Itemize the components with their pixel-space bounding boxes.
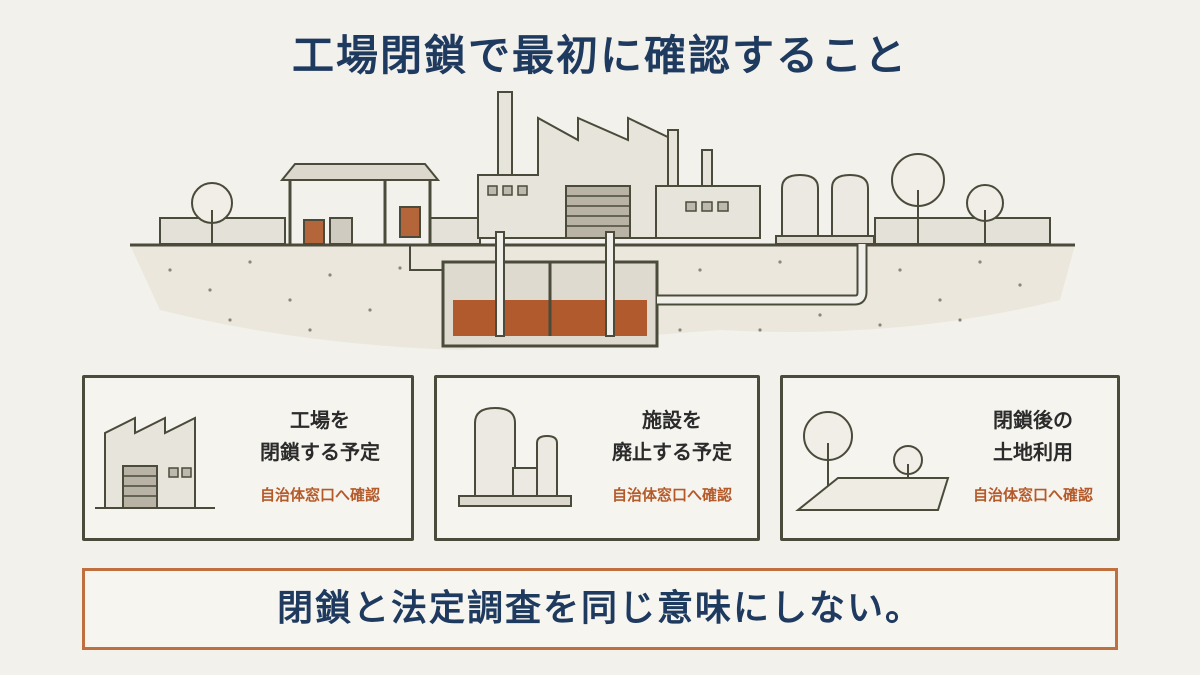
card-land-label-line1: 閉鎖後の [993,408,1073,432]
card-land-label: 閉鎖後の 土地利用 [953,404,1113,468]
storage-tank-icon [458,406,572,507]
card-facility-label-line2: 廃止する予定 [612,440,732,464]
card-factory-closure: 工場を 閉鎖する予定 自治体窓口へ確認 [82,375,414,541]
card-facility-label-line1: 施設を [642,408,702,432]
factory-scene-illustration [130,91,1075,350]
card-facility-label: 施設を 廃止する予定 [592,404,752,468]
card-factory-action: 自治体窓口へ確認 [259,486,380,504]
page-title: 工場閉鎖で最初に確認すること [291,31,908,80]
card-land-action: 自治体窓口へ確認 [972,486,1093,504]
vacant-land-icon [795,411,950,511]
factory-icon [95,416,215,509]
card-facility-abolition: 施設を 廃止する予定 自治体窓口へ確認 [434,375,760,541]
card-factory-label-line2: 閉鎖する予定 [260,440,380,464]
card-facility-action: 自治体窓口へ確認 [611,486,732,504]
card-factory-label: 工場を 閉鎖する予定 [240,404,400,468]
card-factory-label-line1: 工場を [290,408,350,432]
key-message-banner: 閉鎖と法定調査を同じ意味にしない。 [82,568,1118,650]
key-message-text: 閉鎖と法定調査を同じ意味にしない。 [276,588,923,629]
card-land-label-line2: 土地利用 [993,440,1073,464]
card-land-use: 閉鎖後の 土地利用 自治体窓口へ確認 [780,375,1120,541]
